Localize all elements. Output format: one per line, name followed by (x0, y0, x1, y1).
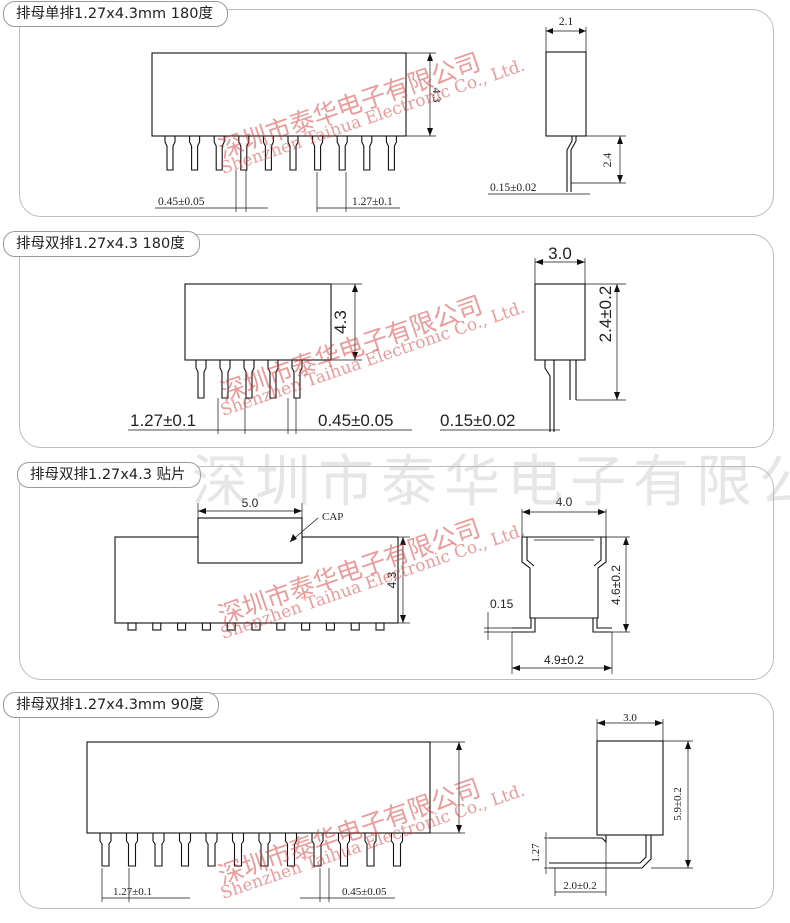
section-1-title: 排母单排1.27x4.3mm 180度 (3, 1, 228, 27)
section-3-title: 排母双排1.27x4.3 贴片 (17, 462, 201, 488)
s2-pin (267, 360, 279, 399)
s4-pin (152, 833, 165, 867)
s4-pin (231, 833, 245, 867)
s3-pad (375, 622, 385, 631)
s1-pin (164, 136, 176, 171)
s3-cap (197, 517, 303, 564)
s3-pad (127, 622, 137, 631)
s3-pad (350, 622, 360, 631)
s2-pitch-label: 1.27±0.1 (130, 411, 196, 430)
s4-pin (178, 833, 192, 867)
section-1-panel (19, 9, 774, 217)
s3-pad (301, 622, 311, 631)
section-4-panel (19, 693, 774, 909)
s1-side-body (545, 51, 587, 137)
s1-pin (287, 136, 299, 171)
s4-pin (99, 833, 112, 867)
s4-pin (337, 833, 351, 867)
s4-side-body (596, 740, 664, 836)
s4-pin (205, 833, 218, 867)
s2-pin-width-label: 0.45±0.05 (318, 411, 394, 430)
s3-height-label: 4.3 (385, 571, 399, 588)
s3-side-height-label: 4.6±0.2 (609, 565, 623, 605)
s3-foot-width-label: 4.9±0.2 (544, 653, 584, 667)
s1-pin (312, 136, 324, 171)
section-4-title: 排母双排1.27x4.3mm 90度 (3, 692, 219, 718)
s3-pad (276, 622, 286, 631)
s3-pad (152, 622, 162, 631)
s4-pin-height-label: 1.27 (530, 843, 542, 863)
s1-pin (238, 136, 250, 171)
s4-foot-width-label: 2.0±0.2 (563, 880, 597, 892)
s1-front-body (151, 52, 407, 137)
s3-offset-label: 0.15 (490, 597, 514, 611)
s4-pitch-label: 1.27±0.1 (113, 886, 152, 898)
s3-cap-label: CAP (322, 511, 343, 523)
s1-width-label: 2.1 (559, 16, 574, 28)
s2-pin (243, 360, 255, 399)
s2-pin (219, 360, 231, 399)
s1-pin (213, 136, 225, 171)
s2-pin (195, 360, 207, 399)
s3-side-body (521, 536, 607, 619)
s1-pin (385, 136, 397, 171)
s1-pitch-label: 1.27±0.1 (352, 196, 393, 208)
s1-offset-label: 0.15±0.02 (490, 182, 537, 194)
s2-height-label: 4.3 (331, 310, 350, 334)
s1-pins (164, 136, 397, 171)
s1-height-label: 4.3 (430, 88, 444, 103)
s1-pin-length-label: 2.4 (602, 153, 614, 168)
s2-side-body (534, 283, 586, 361)
section-2-title: 排母双排1.27x4.3 180度 (3, 231, 200, 257)
section-3-panel (19, 466, 774, 680)
s2-pin-length-label: 2.4±0.2 (596, 286, 615, 343)
s4-pin (390, 833, 404, 867)
s2-pins (195, 360, 303, 399)
s4-width-label: 3.0 (623, 712, 637, 724)
s2-width-label: 3.0 (548, 244, 572, 263)
s4-pin (258, 833, 271, 867)
s3-pad (251, 622, 261, 631)
s4-height-label: 5.9±0.2 (672, 787, 684, 821)
s1-pin (336, 136, 348, 171)
s4-pin (284, 833, 298, 867)
s4-pin-width-label: 0.45±0.05 (342, 886, 387, 898)
s3-cap-width-label: 5.0 (242, 496, 259, 510)
s4-pin (125, 833, 139, 867)
s2-front-body (184, 283, 332, 361)
s4-pin (311, 833, 324, 867)
s1-pin-width-label: 0.45±0.05 (158, 196, 205, 208)
s3-pads (127, 622, 385, 631)
s3-pad (226, 622, 236, 631)
s3-pad (201, 622, 211, 631)
s2-offset-label: 0.15±0.02 (440, 411, 516, 430)
s4-pins (99, 833, 404, 867)
s3-top-width-label: 4.0 (556, 495, 573, 509)
s1-pin (189, 136, 201, 171)
s3-pad (177, 622, 187, 631)
s1-pin (262, 136, 274, 171)
s2-pin (291, 360, 303, 399)
s4-pin (364, 833, 377, 867)
s4-front-body (86, 741, 431, 834)
s3-pad (325, 622, 335, 631)
s1-pin (361, 136, 373, 171)
section-2-panel (19, 234, 774, 448)
